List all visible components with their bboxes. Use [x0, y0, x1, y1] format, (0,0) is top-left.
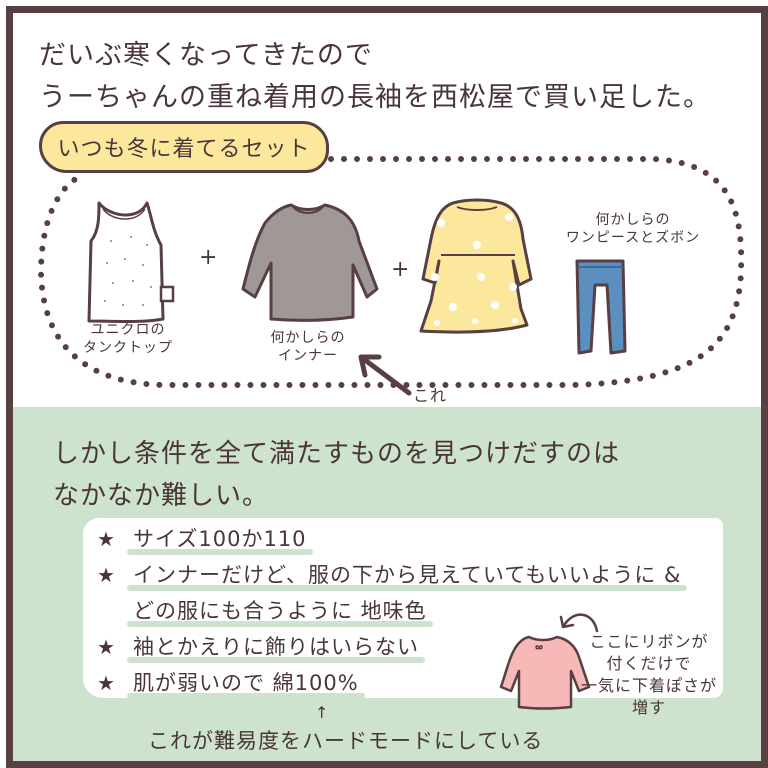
tank-top-illustration	[87, 201, 175, 323]
condition-item: ★ 肌が弱いので 綿100%	[97, 665, 687, 701]
set-badge: いつも冬に着てるセット	[39, 121, 329, 173]
set-badge-label: いつも冬に着てるセット	[57, 137, 311, 162]
dress-pants-label: 何かしらの ワンピースとズボン	[565, 212, 701, 246]
star-icon: ★	[97, 635, 116, 659]
conditions-line-2: なかなか難しい。	[53, 481, 270, 511]
condition-item-continued: どの服にも合うように 地味色	[97, 593, 687, 629]
condition-item: ★ インナーだけど、服の下から見えていてもいいように &	[97, 557, 688, 593]
curved-arrow-icon	[559, 613, 599, 633]
pointer-arrow-icon	[358, 354, 412, 396]
intro-line-1: だいぶ寒くなってきたので	[39, 40, 373, 71]
condition-item: ★ 袖とかえりに飾りはいらない	[97, 629, 687, 665]
conditions-line-1: しかし条件を全て満たすものを見つけだすのは	[53, 439, 621, 469]
intro-text: だいぶ寒くなってきたので うーちゃんの重ね着用の長袖を西松屋で買い足した。	[39, 35, 711, 119]
plus-sign-1: +	[199, 245, 219, 270]
dotted-loop-outline	[37, 156, 745, 388]
star-icon: ★	[97, 527, 116, 551]
plus-sign-2: +	[391, 257, 411, 282]
conditions-list-box	[83, 518, 723, 698]
comic-panel-frame: だいぶ寒くなってきたので うーちゃんの重ね着用の長袖を西松屋で買い足した。 いつ…	[6, 6, 768, 768]
star-icon: ★	[97, 671, 116, 695]
condition-item: ★ サイズ100か110	[97, 521, 687, 557]
pants-illustration	[575, 259, 627, 355]
conditions-list: ★ サイズ100か110 ★ インナーだけど、服の下から見えていてもいいように …	[97, 521, 688, 701]
up-arrow-icon: ↑	[315, 703, 330, 722]
inner-shirt-illustration	[241, 203, 379, 322]
ribbon-note: ここにリボンが 付くだけで 一気に下着ぽさが 増す	[581, 632, 718, 717]
footnote-text: これが難易度をハードモードにしている	[148, 729, 544, 753]
tank-top-label: ユニクロの タンクトップ	[83, 322, 173, 356]
intro-line-2: うーちゃんの重ね着用の長袖を西松屋で買い足した。	[39, 82, 711, 113]
conditions-intro: しかし条件を全て満たすものを見つけだすのは なかなか難しい。	[53, 433, 620, 517]
inner-shirt-label: 何かしらの インナー	[270, 330, 346, 364]
pointer-label: これ	[413, 386, 448, 405]
pink-shirt-illustration	[499, 635, 591, 710]
dress-illustration	[419, 198, 533, 334]
star-icon: ★	[97, 563, 116, 587]
